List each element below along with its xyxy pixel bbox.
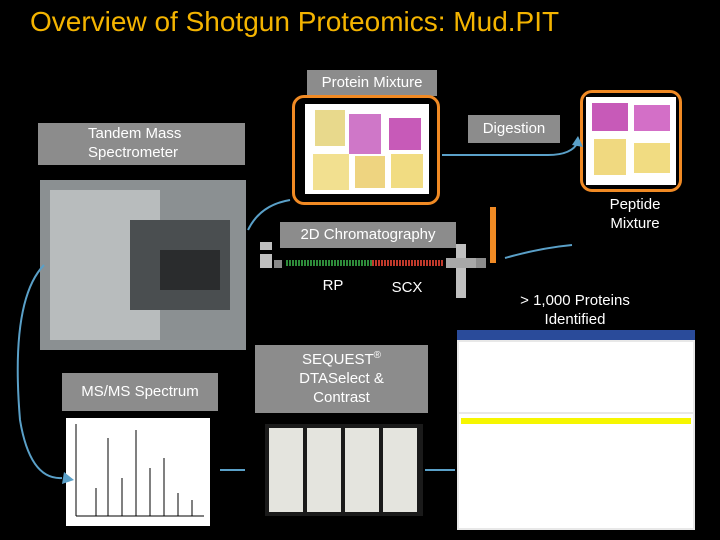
- mass-spectrometer-drawing: [40, 180, 246, 350]
- column-fitting-left-lower: [260, 254, 272, 268]
- digestion-label: Digestion: [468, 115, 560, 143]
- protein-structures-image: [305, 104, 429, 194]
- computer-cluster-image: [265, 424, 423, 516]
- mass-spectrometer-photo: [40, 180, 246, 350]
- results-screenshot: [457, 330, 695, 530]
- registered-mark: ®: [373, 350, 382, 362]
- dtaselect-text: DTASelect & Contrast: [299, 370, 384, 406]
- chromatography-label: 2D Chromatography: [280, 222, 456, 248]
- protein-mixture-frame: [292, 95, 440, 205]
- sequest-text: SEQUEST®: [302, 350, 381, 370]
- peptide-mixture-label: Peptide Mixture: [609, 196, 661, 232]
- msms-spectrum-drawing: [75, 424, 204, 517]
- peptide-to-column-arrow: [504, 244, 573, 259]
- msms-spectrum-image: [66, 418, 210, 526]
- rp-label: RP: [322, 277, 344, 294]
- page-title: Overview of Shotgun Proteomics: Mud.PIT: [30, 6, 560, 37]
- proteins-identified-label: > 1,000 Proteins Identified: [520, 292, 630, 328]
- sequest-label: SEQUEST® DTASelect & Contrast: [255, 345, 428, 413]
- electrode-orange: [490, 207, 496, 263]
- column-nut-left: [274, 260, 282, 268]
- peptide-structures-image: [586, 97, 676, 185]
- protein-structures-drawing: [313, 110, 423, 190]
- tandem-ms-label: Tandem Mass Spectrometer: [38, 123, 245, 165]
- msms-spectrum-label: MS/MS Spectrum: [62, 373, 218, 411]
- column-tee-vertical: [456, 244, 466, 298]
- peptide-structures-drawing: [592, 103, 670, 175]
- protein-mixture-label: Protein Mixture: [307, 70, 437, 96]
- column-tee-horizontal: [446, 258, 476, 268]
- column-fitting-left: [260, 242, 272, 250]
- computer-cluster-drawing: [269, 428, 417, 512]
- results-screenshot-drawing: [457, 330, 695, 528]
- scx-label: SCX: [391, 279, 423, 296]
- sequest-name: SEQUEST: [301, 351, 374, 369]
- digestion-arrow: [442, 141, 579, 156]
- column-nut-right: [476, 258, 486, 268]
